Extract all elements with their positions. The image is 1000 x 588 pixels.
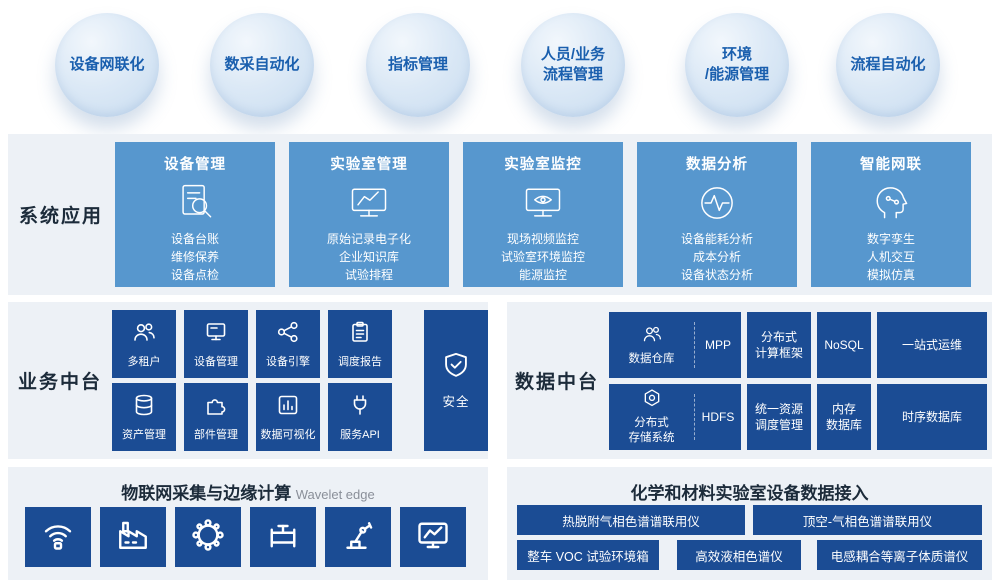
- hexagon-node-icon: [642, 388, 662, 413]
- edge-box-factory: [100, 507, 166, 567]
- dp-one-stop-ops: 一站式运维: [877, 312, 987, 378]
- card-details: 设备能耗分析 成本分析 设备状态分析: [680, 232, 753, 282]
- device-voc-chamber: 整车 VOC 试验环境箱: [517, 540, 659, 570]
- card-details: 现场视频监控 试验室环境监控 能源监控: [500, 232, 585, 282]
- card-title: 数据分析: [686, 157, 748, 173]
- business-platform-section: 业务中台 多租户 设备管理 设备引擎 调度报告 资产管理 部件管理 数据可视化: [8, 302, 488, 459]
- users-icon: [642, 324, 662, 349]
- dp-nosql: NoSQL: [817, 312, 871, 378]
- dashed-divider: [694, 394, 695, 440]
- monitor-analytics-icon: [415, 517, 451, 558]
- bar-chart-icon: [276, 393, 300, 422]
- dp-sub-label: HDFS: [701, 410, 735, 424]
- feature-circle-process-automation: 流程自动化: [836, 13, 940, 117]
- tile-label: 数据可视化: [260, 428, 316, 441]
- network-globe-icon: [190, 517, 226, 558]
- smart-head-icon: [811, 181, 971, 225]
- tile-label: 设备管理: [194, 355, 238, 368]
- edge-box-valve: [250, 507, 316, 567]
- tile-label: 部件管理: [194, 428, 238, 441]
- edge-title-row: 物联网采集与边缘计算 Wavelet edge: [8, 479, 488, 504]
- plug-icon: [348, 393, 372, 422]
- document-search-icon: [115, 181, 275, 225]
- tile-service-api: 服务API: [328, 383, 392, 451]
- system-apps-label: 系统应用: [18, 206, 103, 227]
- dp-sub-label: MPP: [704, 338, 731, 352]
- tile-data-visualization: 数据可视化: [256, 383, 320, 451]
- database-icon: [132, 393, 156, 422]
- tile-multi-tenant: 多租户: [112, 310, 176, 378]
- dp-primary-label: 数据仓库: [628, 352, 675, 365]
- edge-computing-section: 物联网采集与边缘计算 Wavelet edge: [8, 467, 488, 580]
- tile-label: 调度报告: [338, 355, 382, 368]
- feature-circle-energy-mgmt: 环境 /能源管理: [685, 13, 789, 117]
- device-monitor-icon: [204, 320, 228, 349]
- valve-icon: [265, 517, 301, 558]
- edge-subtitle: Wavelet edge: [295, 487, 375, 502]
- monitor-eye-icon: [463, 181, 623, 225]
- edge-box-sensor: [25, 507, 91, 567]
- tile-asset-mgmt: 资产管理: [112, 383, 176, 451]
- feature-circle-data-collection: 数采自动化: [210, 13, 314, 117]
- dp-primary-label: 分布式 存储系统: [628, 417, 675, 444]
- dp-distributed-computing: 分布式 计算框架: [747, 312, 811, 378]
- tile-label: 多租户: [127, 355, 161, 368]
- tile-security: 安全: [424, 310, 488, 451]
- dp-distributed-storage: 分布式 存储系统 HDFS: [609, 384, 741, 450]
- business-platform-label: 业务中台: [17, 372, 102, 393]
- feature-circle-process-mgmt: 人员/业务 流程管理: [521, 13, 625, 117]
- device-hplc: 高效液相色谱仪: [677, 540, 801, 570]
- edge-box-robot-arm: [325, 507, 391, 567]
- feature-circle-device-networking: 设备网联化: [55, 13, 159, 117]
- users-icon: [132, 320, 156, 349]
- clipboard-icon: [348, 320, 372, 349]
- share-nodes-icon: [276, 320, 300, 349]
- edge-box-network: [175, 507, 241, 567]
- dp-timeseries-db: 时序数据库: [877, 384, 987, 450]
- data-platform-section: 数据中台 数据仓库 MPP 分布式 计算框架 NoSQL 一站式运维 分布式 存…: [507, 302, 992, 459]
- card-title: 智能网联: [860, 157, 922, 173]
- app-card-lab-monitoring: 实验室监控 现场视频监控 试验室环境监控 能源监控: [463, 142, 623, 287]
- sensor-wifi-icon: [40, 517, 76, 558]
- feature-circle-indicator-mgmt: 指标管理: [366, 13, 470, 117]
- app-card-intelligent-connect: 智能网联 数字孪生 人机交互 模拟仿真: [811, 142, 971, 287]
- edge-box-monitoring: [400, 507, 466, 567]
- tile-equipment-mgmt: 设备管理: [184, 310, 248, 378]
- edge-title: 物联网采集与边缘计算: [121, 484, 292, 503]
- monitor-chart-icon: [289, 181, 449, 225]
- tile-device-engine: 设备引擎: [256, 310, 320, 378]
- tile-label: 服务API: [340, 428, 380, 441]
- dp-in-memory-db: 内存 数据库: [817, 384, 871, 450]
- card-title: 实验室监控: [504, 157, 582, 173]
- app-card-lab-mgmt: 实验室管理 原始记录电子化 企业知识库 试验排程: [289, 142, 449, 287]
- data-platform-label: 数据中台: [514, 372, 599, 393]
- card-details: 原始记录电子化 企业知识库 试验排程: [326, 232, 411, 282]
- dp-resource-scheduling: 统一资源 调度管理: [747, 384, 811, 450]
- shield-icon: [442, 351, 470, 384]
- tile-dispatch-report: 调度报告: [328, 310, 392, 378]
- device-td-gc: 热脱附气相色谱谱联用仪: [517, 505, 745, 535]
- card-title: 实验室管理: [330, 157, 408, 173]
- tile-label: 安全: [442, 395, 470, 409]
- dashed-divider: [694, 322, 695, 368]
- card-title: 设备管理: [164, 157, 226, 173]
- device-access-section: 化学和材料实验室设备数据接入 热脱附气相色谱谱联用仪 顶空-气相色谱谱联用仪 整…: [507, 467, 992, 580]
- device-hs-gc: 顶空-气相色谱谱联用仪: [753, 505, 982, 535]
- app-card-data-analysis: 数据分析 设备能耗分析 成本分析 设备状态分析: [637, 142, 797, 287]
- tile-label: 设备引擎: [266, 355, 310, 368]
- app-card-equipment-mgmt: 设备管理 设备台账 维修保养 设备点检: [115, 142, 275, 287]
- card-details: 数字孪生 人机交互 模拟仿真: [866, 232, 915, 282]
- system-apps-section: 系统应用 设备管理 设备台账 维修保养 设备点检 实验室管理 原始记录电子化 企…: [8, 134, 992, 295]
- tile-component-mgmt: 部件管理: [184, 383, 248, 451]
- puzzle-icon: [204, 393, 228, 422]
- pulse-circle-icon: [637, 181, 797, 225]
- robot-arm-icon: [340, 517, 376, 558]
- tile-label: 资产管理: [122, 428, 166, 441]
- device-icp-ms: 电感耦合等离子体质谱仪: [817, 540, 982, 570]
- card-details: 设备台账 维修保养 设备点检: [170, 232, 219, 282]
- factory-icon: [115, 517, 151, 558]
- device-access-title: 化学和材料实验室设备数据接入: [630, 484, 869, 503]
- dp-data-warehouse: 数据仓库 MPP: [609, 312, 741, 378]
